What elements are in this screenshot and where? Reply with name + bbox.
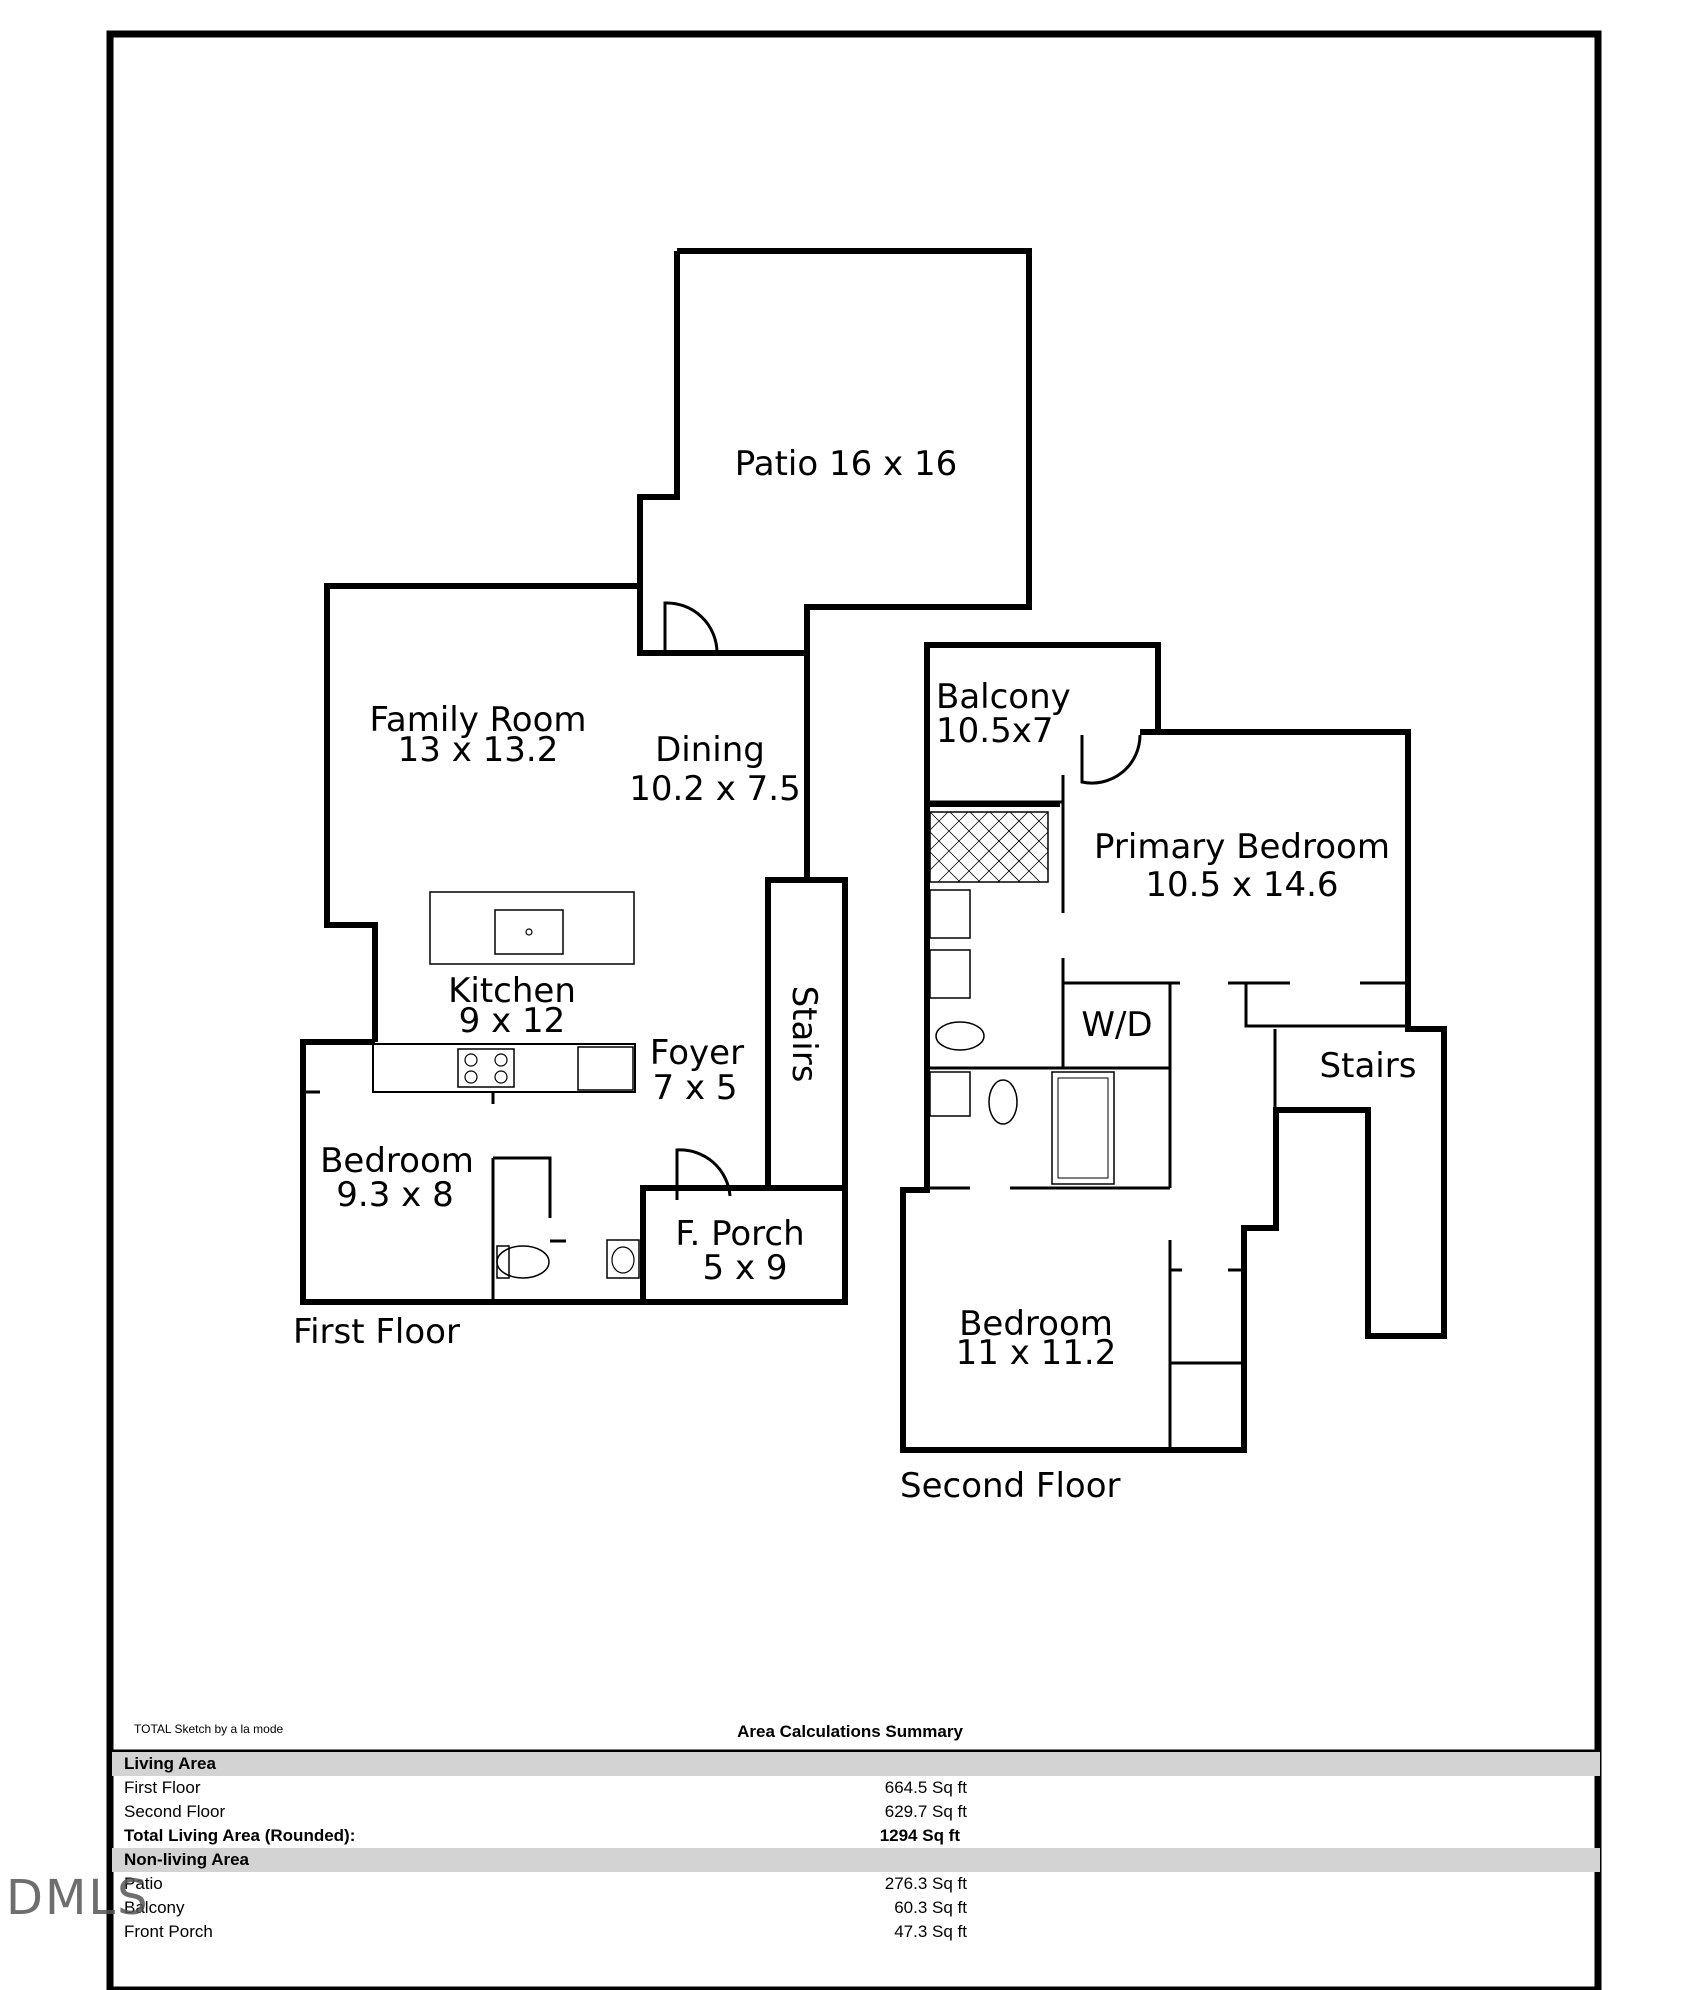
- bedroom2-dims: 11 x 11.2: [956, 1333, 1117, 1373]
- family-room-dims: 13 x 13.2: [398, 730, 559, 770]
- sink-first: [606, 1239, 640, 1279]
- patio-door: [663, 601, 719, 654]
- dmls-watermark: DMLS: [6, 1870, 150, 1926]
- closet-wall: [493, 1156, 552, 1218]
- toilet-primary: [935, 1021, 985, 1051]
- kitchen-sink: [494, 909, 564, 955]
- row-label: Front Porch: [124, 1922, 213, 1941]
- kitchen-dims: 9 x 12: [459, 1001, 566, 1041]
- row-label: Balcony: [124, 1898, 185, 1917]
- burner: [494, 1053, 508, 1067]
- burner: [464, 1053, 478, 1067]
- row-value: 60.3 Sq ft: [894, 1898, 967, 1917]
- wd-label: W/D: [1081, 1005, 1152, 1045]
- sink-second: [929, 1071, 971, 1117]
- main-walls: [324, 583, 640, 1042]
- table-row: First Floor 664.5 Sq ft: [112, 1776, 1600, 1800]
- fridge: [577, 1046, 634, 1091]
- tile-pattern: [929, 811, 1049, 883]
- table-row: Balcony 60.3 Sq ft: [112, 1896, 1600, 1920]
- patio-label: Patio 16 x 16: [735, 444, 957, 484]
- shower-tile: [929, 811, 1049, 883]
- balcony-label: Balcony: [936, 677, 1071, 717]
- first-floor-label: First Floor: [293, 1312, 460, 1352]
- wall: [1244, 983, 1408, 1028]
- family-room-label: Family Room: [369, 700, 586, 740]
- toilet-second: [988, 1079, 1018, 1125]
- sketch-credit: TOTAL Sketch by a la mode: [134, 1722, 284, 1736]
- row-label: Patio: [124, 1874, 163, 1893]
- basin: [611, 1246, 635, 1274]
- vanity-sink-2: [929, 949, 971, 999]
- table-row: Second Floor 629.7 Sq ft: [112, 1800, 1600, 1824]
- row-label: Second Floor: [124, 1802, 226, 1821]
- second-floor-label: Second Floor: [900, 1466, 1121, 1506]
- kitchen-label: Kitchen: [448, 971, 576, 1011]
- primary-dims: 10.5 x 14.6: [1145, 865, 1338, 905]
- row-value: 664.5 Sq ft: [884, 1778, 967, 1797]
- dining-label: Dining: [655, 730, 765, 770]
- bedroom1-dims: 9.3 x 8: [336, 1175, 453, 1215]
- sink-drain: [525, 928, 533, 936]
- balcony-door: [1080, 734, 1142, 785]
- stairs-first-label: Stairs: [784, 986, 824, 1083]
- dining-dims: 10.2 x 7.5: [629, 769, 801, 809]
- total-row: Total Living Area (Rounded): 1294 Sq ft: [112, 1824, 1600, 1848]
- first-floor: [300, 248, 1032, 1305]
- row-value: 47.3 Sq ft: [894, 1922, 967, 1941]
- bedroom1-walls: [300, 1039, 643, 1305]
- bedroom2-label: Bedroom: [959, 1304, 1113, 1344]
- page-border: [106, 30, 1602, 1990]
- vanity-sink-1: [929, 889, 971, 939]
- bathtub: [1051, 1071, 1115, 1185]
- total-label: Total Living Area (Rounded):: [124, 1826, 356, 1845]
- total-value: 1294 Sq ft: [879, 1826, 960, 1845]
- foyer-dims: 7 x 5: [653, 1068, 738, 1108]
- burner: [494, 1070, 508, 1084]
- stairs-second-label: Stairs: [1320, 1046, 1417, 1086]
- area-summary: Living Area First Floor 664.5 Sq ft Seco…: [112, 1752, 1600, 1944]
- living-area-header: Living Area: [112, 1752, 1600, 1776]
- toilet-first: [496, 1245, 550, 1279]
- porch-dims: 5 x 9: [703, 1248, 788, 1288]
- toilet-tank: [496, 1245, 510, 1279]
- table-row: Front Porch 47.3 Sq ft: [112, 1920, 1600, 1944]
- summary-title: Area Calculations Summary: [737, 1722, 963, 1741]
- balcony-dims: 10.5x7: [936, 711, 1053, 751]
- bedroom1-label: Bedroom: [320, 1141, 474, 1181]
- porch-door: [675, 1148, 732, 1200]
- porch-label: F. Porch: [675, 1214, 804, 1254]
- burner: [464, 1070, 478, 1084]
- cooktop: [457, 1048, 515, 1088]
- row-value: 276.3 Sq ft: [884, 1874, 967, 1893]
- kitchen-island: [429, 891, 635, 965]
- primary-label: Primary Bedroom: [1094, 827, 1390, 867]
- foyer-label: Foyer: [650, 1033, 744, 1073]
- balcony-walls: [924, 642, 1161, 807]
- row-value: 629.7 Sq ft: [884, 1802, 967, 1821]
- nonliving-area-header: Non-living Area: [112, 1848, 1600, 1872]
- kitchen-counter: [372, 1043, 636, 1093]
- east-wall: [804, 653, 848, 1188]
- table-row: Patio 276.3 Sq ft: [112, 1872, 1600, 1896]
- row-label: First Floor: [124, 1778, 201, 1797]
- tub-inner: [1057, 1077, 1109, 1179]
